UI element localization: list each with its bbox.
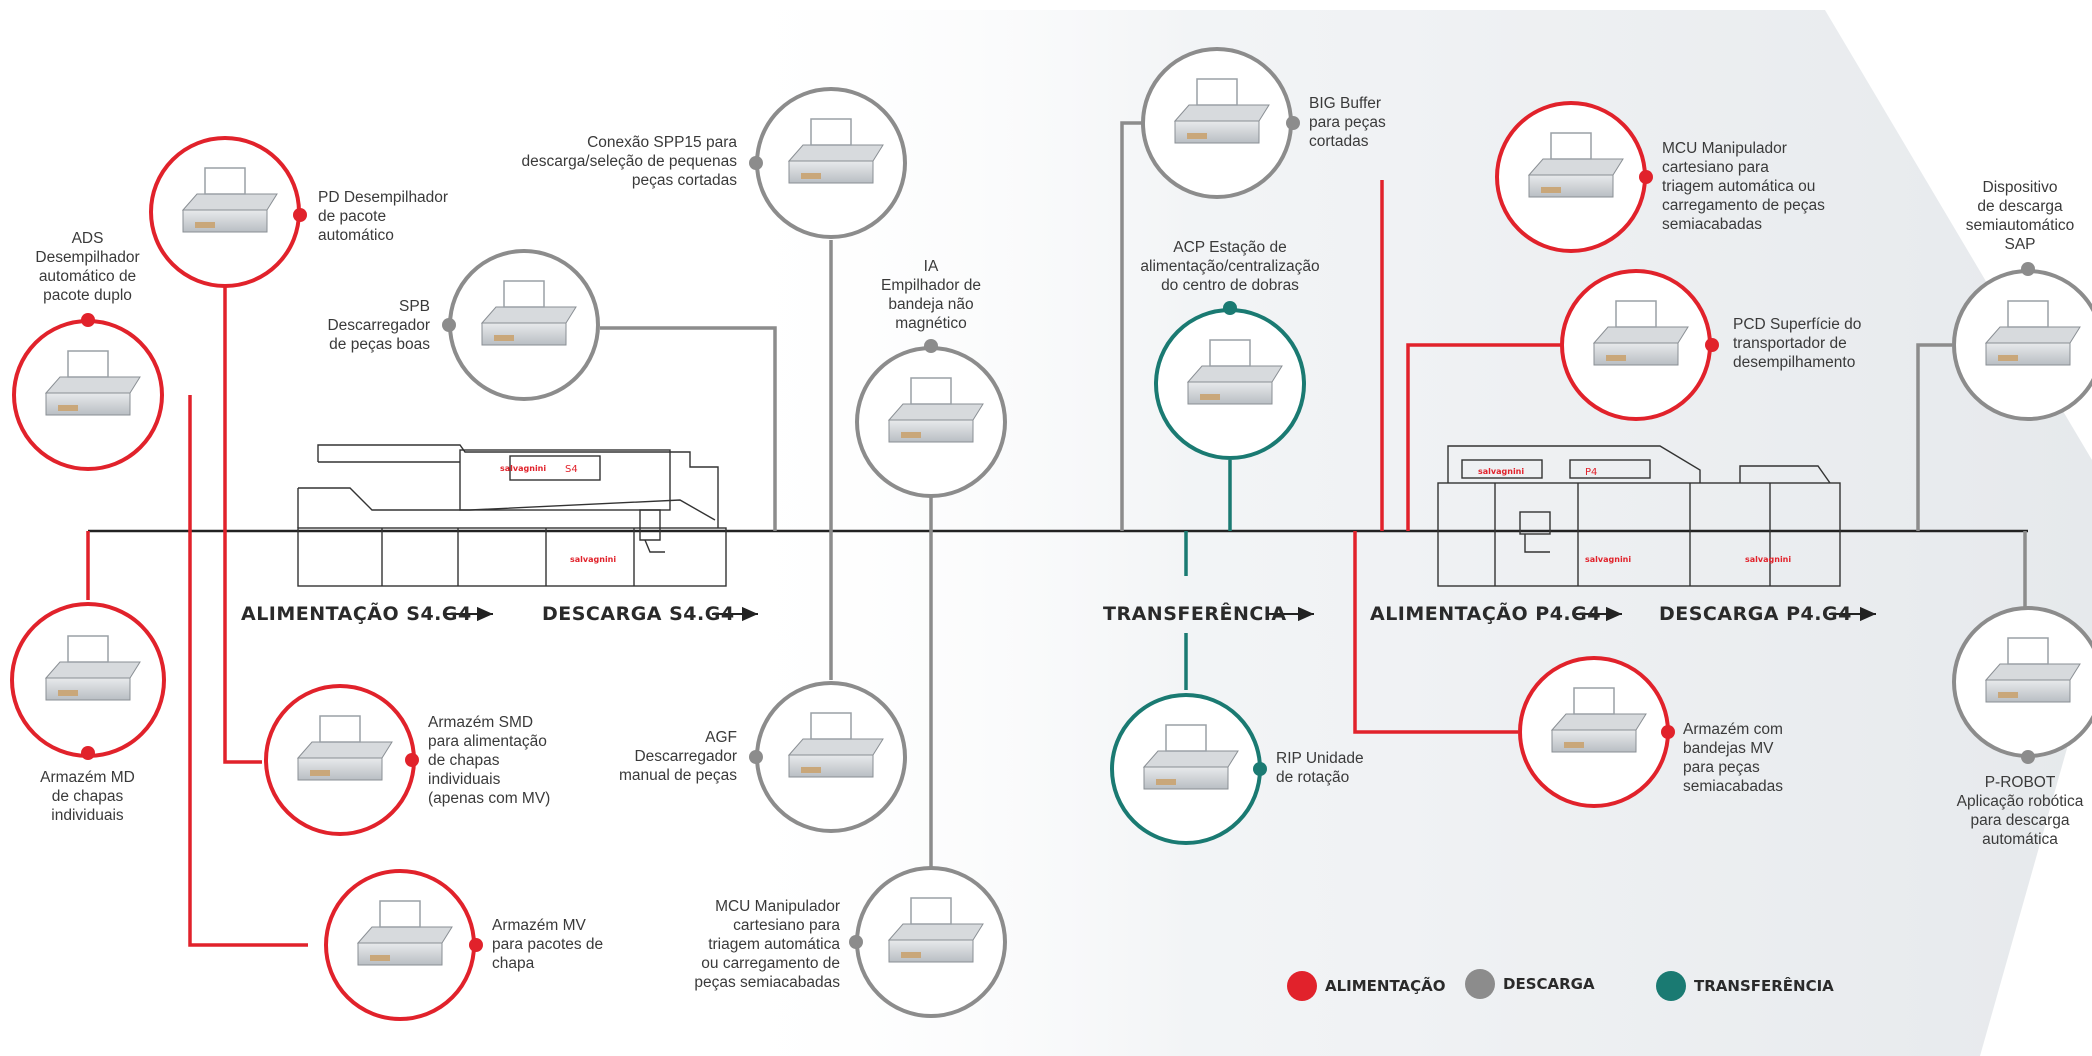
s4-model-badge: S4 — [565, 464, 578, 475]
p4-logo-right: salvagnini — [1745, 555, 1791, 564]
label-ads: ADS Desempilhador automático de pacote d… — [20, 229, 155, 305]
label-agf: AGF Descarregador manual de peças — [595, 728, 737, 785]
s4-logo-bottom: salvagnini — [570, 555, 616, 564]
node-dot-pd — [293, 208, 307, 222]
p4-logo-mid: salvagnini — [1585, 555, 1631, 564]
node-pd — [151, 138, 307, 286]
label-sap: Dispositivo de descarga semiautomático S… — [1955, 178, 2085, 254]
node-dot-smd — [405, 753, 419, 767]
label-pd: PD Desempilhador de pacote automático — [318, 188, 478, 245]
legend-label-descarga: DESCARGA — [1503, 975, 1595, 993]
node-dot-spp15 — [749, 156, 763, 170]
node-dot-mcu2 — [1639, 170, 1653, 184]
node-dot-mcu1 — [849, 935, 863, 949]
node-dot-big — [1286, 116, 1300, 130]
node-dot-mvtray — [1661, 725, 1675, 739]
node-dot-acp — [1223, 301, 1237, 315]
stage-descarga-p4: DESCARGA P4.G4 — [1659, 603, 1852, 625]
node-dot-md — [81, 746, 95, 760]
stage-descarga-s4: DESCARGA S4.G4 — [542, 603, 735, 625]
legend-label-alimentacao: ALIMENTAÇÃO — [1325, 977, 1446, 995]
node-dot-mv — [469, 938, 483, 952]
label-mcu1: MCU Manipulador cartesiano para triagem … — [660, 897, 840, 992]
label-pcd: PCD Superfície do transportador de desem… — [1733, 315, 1903, 372]
node-dot-ads — [81, 313, 95, 327]
label-spb: SPB Descarregador de peças boas — [290, 297, 430, 354]
node-spb — [442, 251, 598, 399]
node-ads — [14, 313, 162, 469]
label-probot: P-ROBOT Aplicação robótica para descarga… — [1950, 773, 2090, 849]
s4-logo-top: salvagnini — [500, 464, 546, 473]
node-dot-sap — [2021, 262, 2035, 276]
legend-label-transferencia: TRANSFERÊNCIA — [1694, 977, 1834, 995]
connector-pd — [225, 262, 262, 762]
label-mvtray: Armazém com bandejas MV para peças semia… — [1683, 720, 1833, 796]
label-spp15: Conexão SPP15 para descarga/seleção de p… — [500, 133, 737, 190]
p4-model-badge: P4 — [1585, 467, 1597, 478]
node-dot-spb — [442, 318, 456, 332]
stage-alimentacao-p4: ALIMENTAÇÃO P4.G4 — [1370, 603, 1601, 625]
node-dot-probot — [2021, 750, 2035, 764]
node-dot-pcd — [1705, 338, 1719, 352]
label-mv: Armazém MV para pacotes de chapa — [492, 916, 652, 973]
stage-transferencia: TRANSFERÊNCIA — [1103, 603, 1287, 625]
label-acp: ACP Estação de alimentação/centralização… — [1125, 238, 1335, 295]
legend-dot-descarga — [1465, 969, 1495, 999]
label-smd: Armazém SMD para alimentação de chapas i… — [428, 713, 593, 808]
node-md — [12, 604, 164, 760]
legend-dot-alimentacao — [1287, 971, 1317, 1001]
node-dot-rip — [1253, 762, 1267, 776]
node-dot-ia — [924, 339, 938, 353]
label-md: Armazém MD de chapas individuais — [20, 768, 155, 825]
node-dot-agf — [749, 750, 763, 764]
connector-ads — [190, 395, 308, 945]
node-mv — [326, 871, 483, 1019]
stage-alimentacao-s4: ALIMENTAÇÃO S4.G4 — [241, 603, 472, 625]
label-big: BIG Buffer para peças cortadas — [1309, 94, 1429, 151]
legend-dot-transferencia — [1656, 971, 1686, 1001]
label-ia: IA Empilhador de bandeja não magnético — [866, 257, 996, 333]
p4-logo-top: salvagnini — [1478, 467, 1524, 476]
node-smd — [266, 686, 419, 834]
label-rip: RIP Unidade de rotação — [1276, 749, 1406, 787]
label-mcu2: MCU Manipulador cartesiano para triagem … — [1662, 139, 1852, 234]
